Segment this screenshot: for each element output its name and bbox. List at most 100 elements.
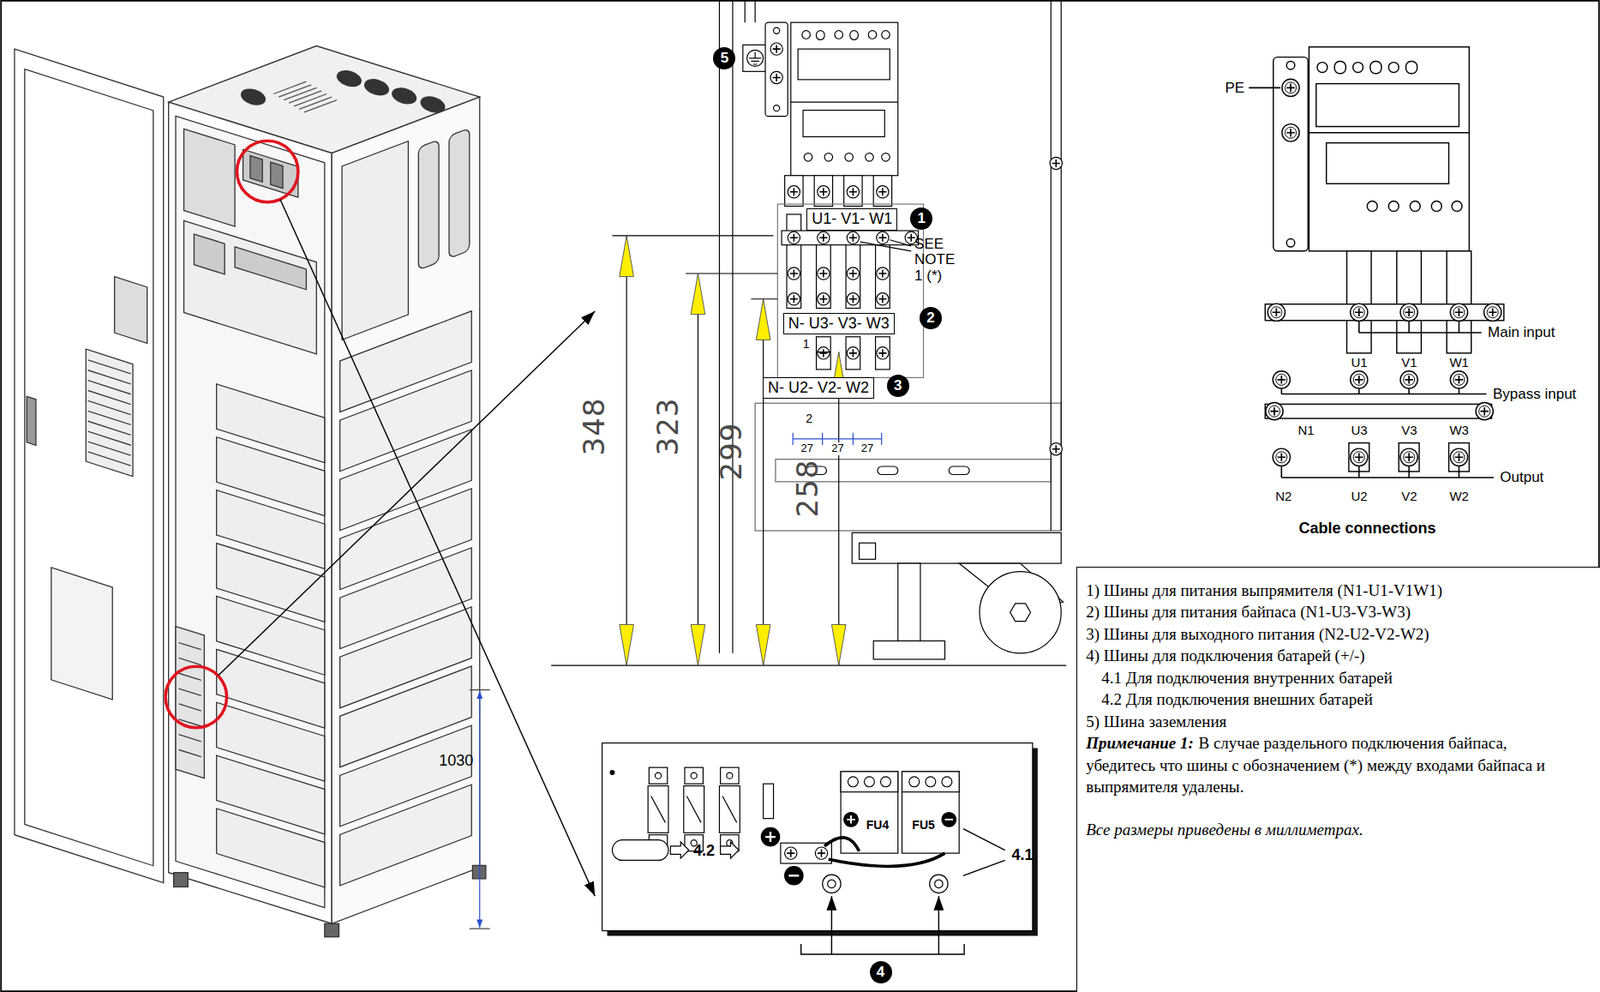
busbar-label: U1- V1- W1: [811, 209, 893, 228]
cable-connection-schematic: [1273, 57, 1308, 252]
battery-terminal-detail: [763, 783, 774, 818]
terminal-detail: [787, 293, 800, 306]
battery-terminal-detail: [686, 795, 702, 822]
battery-terminal-detail: [863, 776, 875, 787]
terminal-detail: [787, 267, 800, 280]
cable-connection-schematic: [1359, 320, 1482, 333]
cable-connection-schematic: [1400, 303, 1418, 321]
ups-cabinet: [216, 808, 325, 887]
cable-connection-schematic: [1308, 47, 1469, 252]
battery-terminal-detail: [822, 874, 841, 893]
terminal-label: W2: [1449, 488, 1469, 504]
terminal-detail: [846, 231, 859, 244]
battery-terminal-detail: [602, 743, 1033, 931]
cable-connection-schematic: [1281, 389, 1487, 395]
ups-cabinet: [250, 155, 263, 183]
battery-terminal-detail: [670, 841, 689, 858]
terminal-detail: [786, 214, 802, 309]
pointer-arrow: [218, 198, 596, 896]
cable-connection-schematic: [1451, 200, 1463, 211]
schematic-caption: Cable connections: [1299, 519, 1437, 538]
terminal-detail: [611, 235, 831, 353]
ups-cabinet: [362, 77, 390, 98]
ups-cabinet: [273, 81, 337, 113]
ups-cabinet: [335, 68, 363, 90]
terminal-label: N2: [1275, 488, 1292, 504]
cable-connection-schematic: [1400, 448, 1418, 466]
cable-connection-schematic: [1334, 60, 1346, 73]
battery-terminal-detail: [785, 866, 803, 885]
terminal-detail: [877, 466, 899, 475]
cable-connection-schematic: [1272, 448, 1290, 466]
ups-cabinet: [85, 348, 133, 477]
terminal-detail: [860, 239, 912, 252]
terminal-label: N1: [1297, 422, 1314, 438]
note-line: 4.1 Для подключения внутренних батарей: [1085, 666, 1592, 690]
battery-terminal-detail: [929, 874, 948, 893]
cable-connection-schematic: [1396, 251, 1422, 354]
cable-connection-schematic: [1450, 303, 1468, 321]
callout-text: 2: [926, 309, 935, 326]
dimension-line: [469, 689, 491, 929]
battery-terminal-detail: [925, 776, 936, 787]
cable-connection-schematic: [1446, 251, 1472, 354]
callout-number: 2: [919, 306, 942, 330]
terminal-detail: [834, 30, 844, 40]
battery-terminal-detail: [902, 771, 960, 853]
battery-terminal-detail: [780, 842, 833, 863]
dimension-arrowhead: [619, 235, 846, 666]
terminal-detail: [770, 71, 783, 84]
cable-connection-schematic: [1281, 466, 1494, 478]
cable-connection-schematic: [1353, 62, 1364, 73]
terminal-detail: [876, 293, 889, 306]
terminal-detail: [846, 267, 859, 280]
note-heading: Примечание 1:: [1085, 733, 1194, 752]
battery-terminal-detail: [647, 785, 669, 833]
terminal-detail: [787, 231, 800, 244]
part-number: 1: [802, 336, 811, 351]
cable-connection-schematic: [1282, 78, 1300, 96]
callout-number: 1: [910, 207, 933, 230]
callout-text: 1: [916, 209, 925, 227]
dimension-label: 27: [859, 442, 875, 456]
terminal-detail: [817, 293, 830, 306]
terminal-detail: [898, 563, 921, 641]
terminal-detail: [876, 231, 889, 244]
battery-terminal-detail: [651, 795, 666, 822]
busbar-label: N- U2- V2- W2: [767, 378, 869, 396]
battery-terminal-detail: [648, 767, 667, 784]
battery-terminal-detail: [720, 767, 739, 784]
dimension-label: 299: [714, 421, 749, 480]
fuse-label: FU4: [866, 817, 889, 832]
terminal-detail: [802, 110, 885, 138]
callout-bracket: [831, 895, 833, 954]
dimension-line: [479, 690, 480, 704]
cable-connection-schematic: [1366, 200, 1378, 211]
terminal-detail: [979, 571, 1061, 654]
cable-connection-schematic: [1350, 448, 1368, 466]
cable-connection-schematic: [1286, 60, 1295, 70]
battery-terminal-detail: [844, 812, 859, 827]
ups-cabinet: [175, 115, 325, 907]
cable-connection-schematic: [1282, 124, 1300, 142]
callout-text: 5: [720, 49, 729, 66]
terminal-detail: [773, 105, 780, 112]
ups-cabinet: [175, 115, 325, 907]
terminal-detail: [719, 0, 756, 654]
cable-connection-schematic: [1272, 371, 1290, 389]
terminal-detail: [846, 293, 859, 306]
dimension-line: [469, 689, 491, 929]
cable-connection-schematic: [1450, 448, 1468, 466]
ups-cabinet: [114, 276, 148, 344]
note-line: 1) Шины для питания выпрямителя (N1-U1-V…: [1085, 579, 1579, 602]
dimension-label: 27: [829, 442, 845, 456]
highlight-circle: [165, 140, 299, 727]
dimension-arrowhead: [619, 235, 635, 277]
terminal-detail: [773, 27, 780, 34]
cable-connection-schematic: [1450, 371, 1468, 389]
terminal-detail: [816, 30, 826, 41]
ups-cabinet: [175, 626, 204, 779]
battery-terminal-detail: [934, 879, 944, 888]
terminal-detail: [743, 44, 768, 72]
cable-connection-schematic: [1409, 200, 1421, 211]
